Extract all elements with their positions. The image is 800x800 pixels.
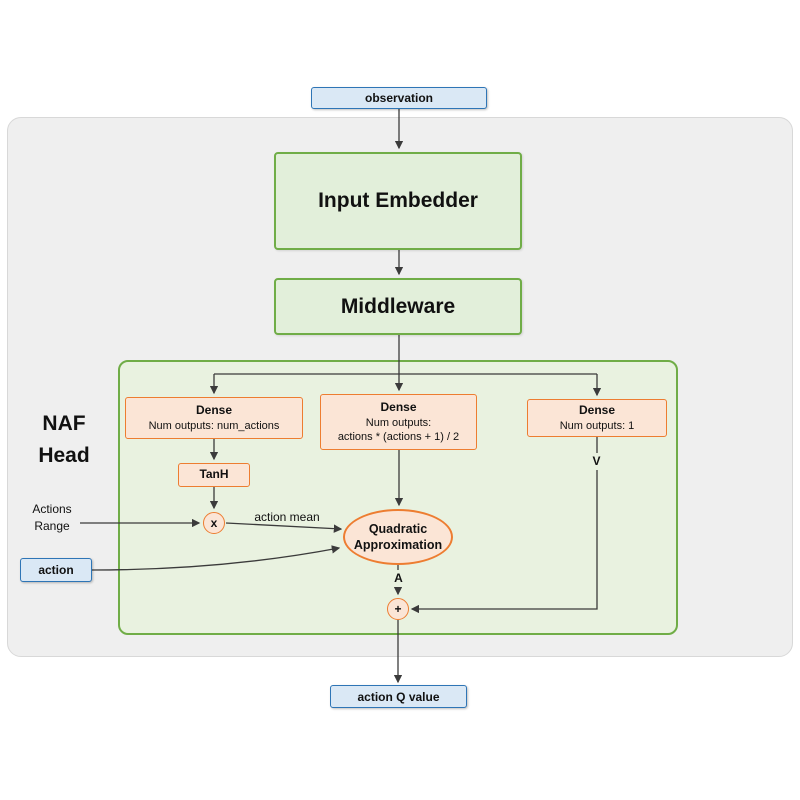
action-mean-text: action mean bbox=[254, 510, 320, 524]
quadratic-line2: Approximation bbox=[353, 538, 443, 552]
edge-dense-v-to-plus bbox=[410, 437, 598, 614]
action-node: action bbox=[20, 558, 92, 582]
dense-l-node: Dense Num outputs: actions * (actions + … bbox=[320, 394, 477, 450]
actions-range-line2: Range bbox=[34, 518, 70, 533]
dense-v-node: Dense Num outputs: 1 bbox=[527, 399, 667, 437]
dense-v-title: Dense bbox=[578, 403, 616, 418]
value-edge-label: V bbox=[588, 453, 605, 470]
multiply-node: x bbox=[203, 512, 225, 534]
dense-v-subtitle: Num outputs: 1 bbox=[559, 419, 635, 432]
dense-l-subtitle-line1: Num outputs: bbox=[365, 416, 432, 429]
value-text: V bbox=[592, 454, 601, 468]
input-embedder-label: Input Embedder bbox=[318, 189, 478, 212]
observation-label: observation bbox=[364, 91, 433, 105]
dense-mu-title: Dense bbox=[195, 403, 233, 418]
quadratic-line1: Quadratic bbox=[368, 521, 428, 536]
dense-mu-subtitle: Num outputs: num_actions bbox=[148, 419, 280, 432]
input-embedder-node: Input Embedder bbox=[274, 152, 522, 250]
middleware-label: Middleware bbox=[340, 294, 456, 318]
action-mean-edge-label: action mean bbox=[234, 509, 340, 526]
plus-label: + bbox=[394, 602, 402, 616]
actions-range-line1: Actions bbox=[32, 502, 72, 516]
naf-head-title-line2: Head bbox=[38, 443, 90, 467]
naf-head-title: NAF Head bbox=[18, 408, 110, 471]
naf-head-title-line1: NAF bbox=[42, 412, 86, 435]
observation-node: observation bbox=[311, 87, 487, 109]
edge-multiply-to-quadratic bbox=[225, 522, 343, 533]
edge-action-to-quadratic bbox=[91, 545, 341, 571]
tanh-label: TanH bbox=[199, 467, 229, 482]
dense-l-subtitle-line2: actions * (actions + 1) / 2 bbox=[337, 430, 460, 443]
actions-range-label: Actions Range bbox=[16, 501, 88, 535]
middleware-node: Middleware bbox=[274, 278, 522, 335]
advantage-text: A bbox=[394, 571, 403, 585]
action-q-value-node: action Q value bbox=[330, 685, 467, 708]
multiply-label: x bbox=[210, 516, 218, 530]
tanh-node: TanH bbox=[178, 463, 250, 487]
action-label: action bbox=[38, 563, 74, 577]
plus-node: + bbox=[387, 598, 409, 620]
quadratic-approximation-node: Quadratic Approximation bbox=[343, 509, 453, 565]
action-q-value-label: action Q value bbox=[357, 689, 440, 704]
advantage-edge-label: A bbox=[390, 570, 407, 587]
dense-l-title: Dense bbox=[380, 399, 417, 414]
dense-mu-node: Dense Num outputs: num_actions bbox=[125, 397, 303, 439]
